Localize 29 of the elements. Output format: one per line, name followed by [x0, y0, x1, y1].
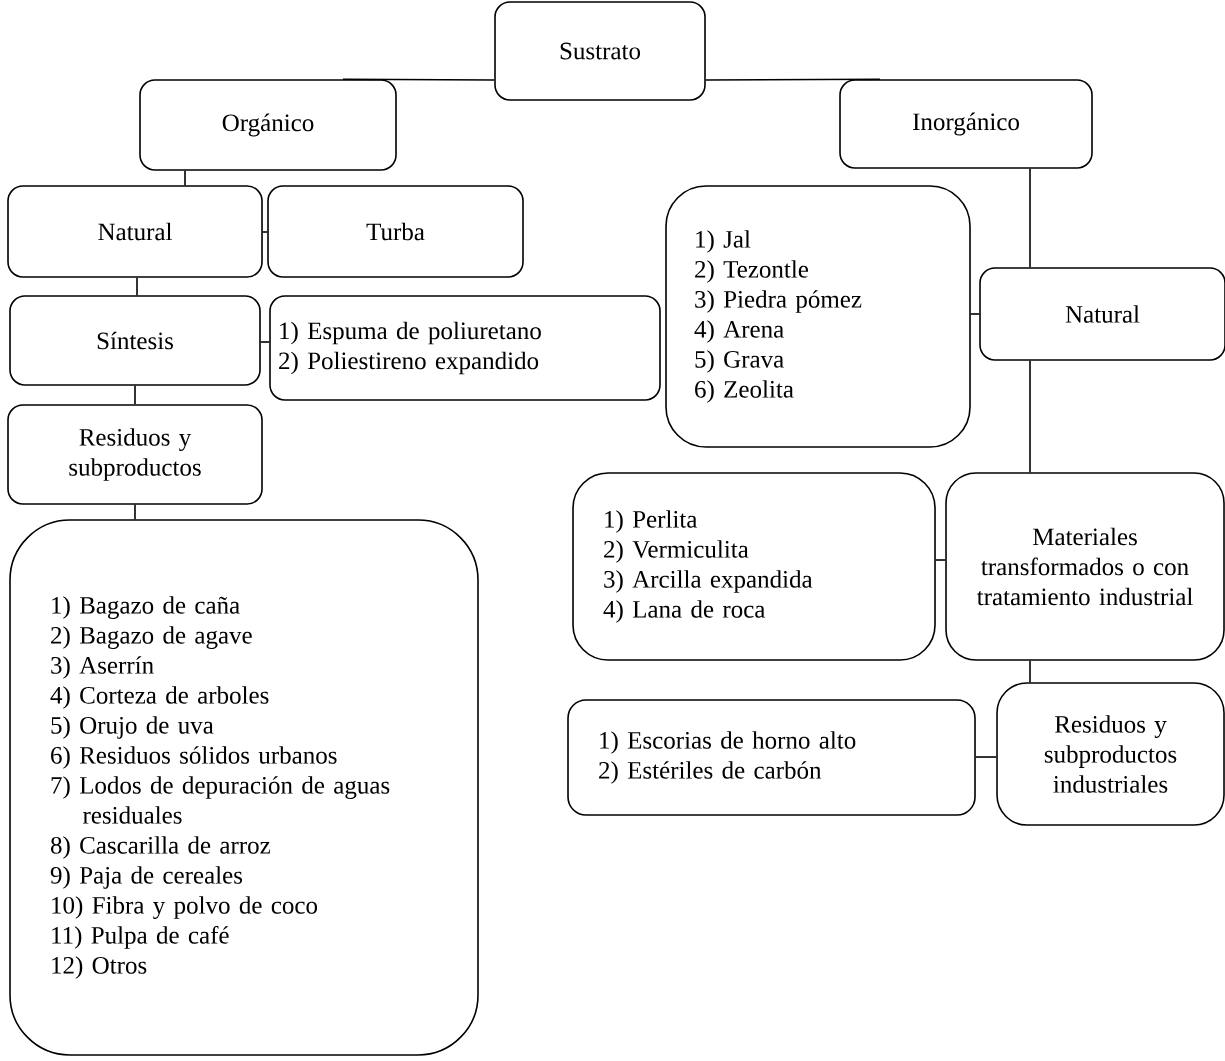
- category-box: Síntesis: [9, 295, 261, 386]
- connector-line: [705, 78, 881, 81]
- category-box: Inorgánico: [839, 79, 1093, 169]
- category-box: Turba: [267, 185, 524, 278]
- list-box: 1) Perlita 2) Vermiculita 3) Arcilla expandida 4) Lana de roca: [572, 472, 936, 661]
- category-box: Natural: [979, 267, 1225, 361]
- connector-line: [1029, 168, 1031, 268]
- connector-line: [970, 313, 980, 315]
- connector-line: [134, 385, 136, 405]
- category-box: Residuos y subproductos: [7, 404, 263, 505]
- connector-line: [134, 504, 136, 520]
- category-box: Orgánico: [139, 79, 397, 171]
- connector-line: [184, 170, 186, 186]
- connector-line: [260, 341, 270, 343]
- category-box: Natural: [7, 185, 263, 278]
- connector-line: [262, 231, 268, 233]
- list-box: 1) Jal 2) Tezontle 3) Piedra pómez 4) Arena 5) Grava 6) Zeolita: [665, 185, 971, 448]
- connector-line: [1029, 360, 1031, 473]
- connector-line: [935, 559, 946, 561]
- category-box: Residuos y subproductos industriales: [996, 682, 1225, 826]
- connector-line: [342, 78, 495, 81]
- connector-line: [136, 277, 138, 296]
- connector-line: [975, 756, 997, 758]
- category-box: Sustrato: [494, 1, 706, 101]
- connector-line: [1029, 660, 1031, 683]
- list-box: 1) Escorias de horno alto 2) Estériles de carbón: [567, 699, 976, 816]
- list-box: 1) Espuma de poliuretano 2) Poliestireno expandido: [269, 295, 661, 401]
- category-box: Materiales transformados o con tratamiento industrial: [945, 472, 1225, 661]
- list-box: 1) Bagazo de caña 2) Bagazo de agave 3) Aserrín 4) Corteza de arboles 5) Orujo de uva 6) Residuos sólidos urbanos 7) Lodos de depuración de aguas residuales 8) Cascarilla de arroz 9) Paja de cereales 10) Fibra y polvo de coco 11) Pulpa de café 12) Otros: [9, 519, 479, 1056]
